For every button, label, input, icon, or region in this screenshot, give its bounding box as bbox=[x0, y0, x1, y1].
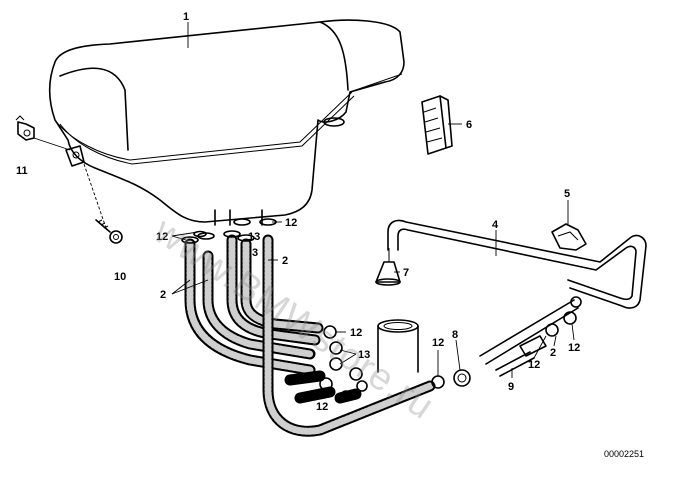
callout-1: 1 bbox=[183, 11, 189, 23]
callout-labels: 1 6 5 4 7 8 9 11 10 12 12 13 3 2 2 12 13… bbox=[16, 11, 580, 413]
callout-11: 11 bbox=[16, 165, 28, 177]
callout-12-left: 12 bbox=[156, 231, 168, 243]
cap-part bbox=[375, 248, 401, 286]
vent-line bbox=[479, 296, 582, 377]
leader-lines bbox=[171, 22, 575, 399]
callout-5: 5 bbox=[564, 188, 570, 200]
callout-13-top: 13 bbox=[248, 231, 260, 243]
document-number: 00002251 bbox=[604, 449, 645, 459]
callout-12-top: 12 bbox=[285, 217, 297, 229]
callout-2-far-right: 2 bbox=[550, 347, 556, 359]
callout-7: 7 bbox=[403, 267, 409, 279]
clip-part bbox=[551, 223, 587, 251]
callout-9: 9 bbox=[508, 381, 514, 393]
callout-10: 10 bbox=[114, 271, 126, 283]
grommet-block bbox=[421, 95, 453, 155]
callout-3: 3 bbox=[252, 247, 258, 259]
callout-12-mid: 12 bbox=[350, 327, 362, 339]
callout-6: 6 bbox=[466, 119, 472, 131]
callout-2-right: 2 bbox=[282, 255, 288, 267]
callout-8: 8 bbox=[452, 329, 458, 341]
fuel-tank bbox=[48, 19, 405, 226]
callout-12-right-a: 12 bbox=[528, 359, 540, 371]
callout-13-mid: 13 bbox=[358, 349, 370, 361]
callout-12-bottom: 12 bbox=[316, 401, 328, 413]
hose-clamps-upper bbox=[181, 218, 277, 244]
callout-4: 4 bbox=[492, 219, 499, 231]
screw-part bbox=[83, 163, 123, 244]
callout-12-center: 12 bbox=[432, 337, 444, 349]
callout-12-right-b: 12 bbox=[568, 342, 580, 354]
vent-pipe bbox=[387, 219, 647, 309]
canister-tube bbox=[377, 319, 419, 373]
bracket-part bbox=[15, 115, 71, 151]
callout-2-left: 2 bbox=[160, 289, 166, 301]
